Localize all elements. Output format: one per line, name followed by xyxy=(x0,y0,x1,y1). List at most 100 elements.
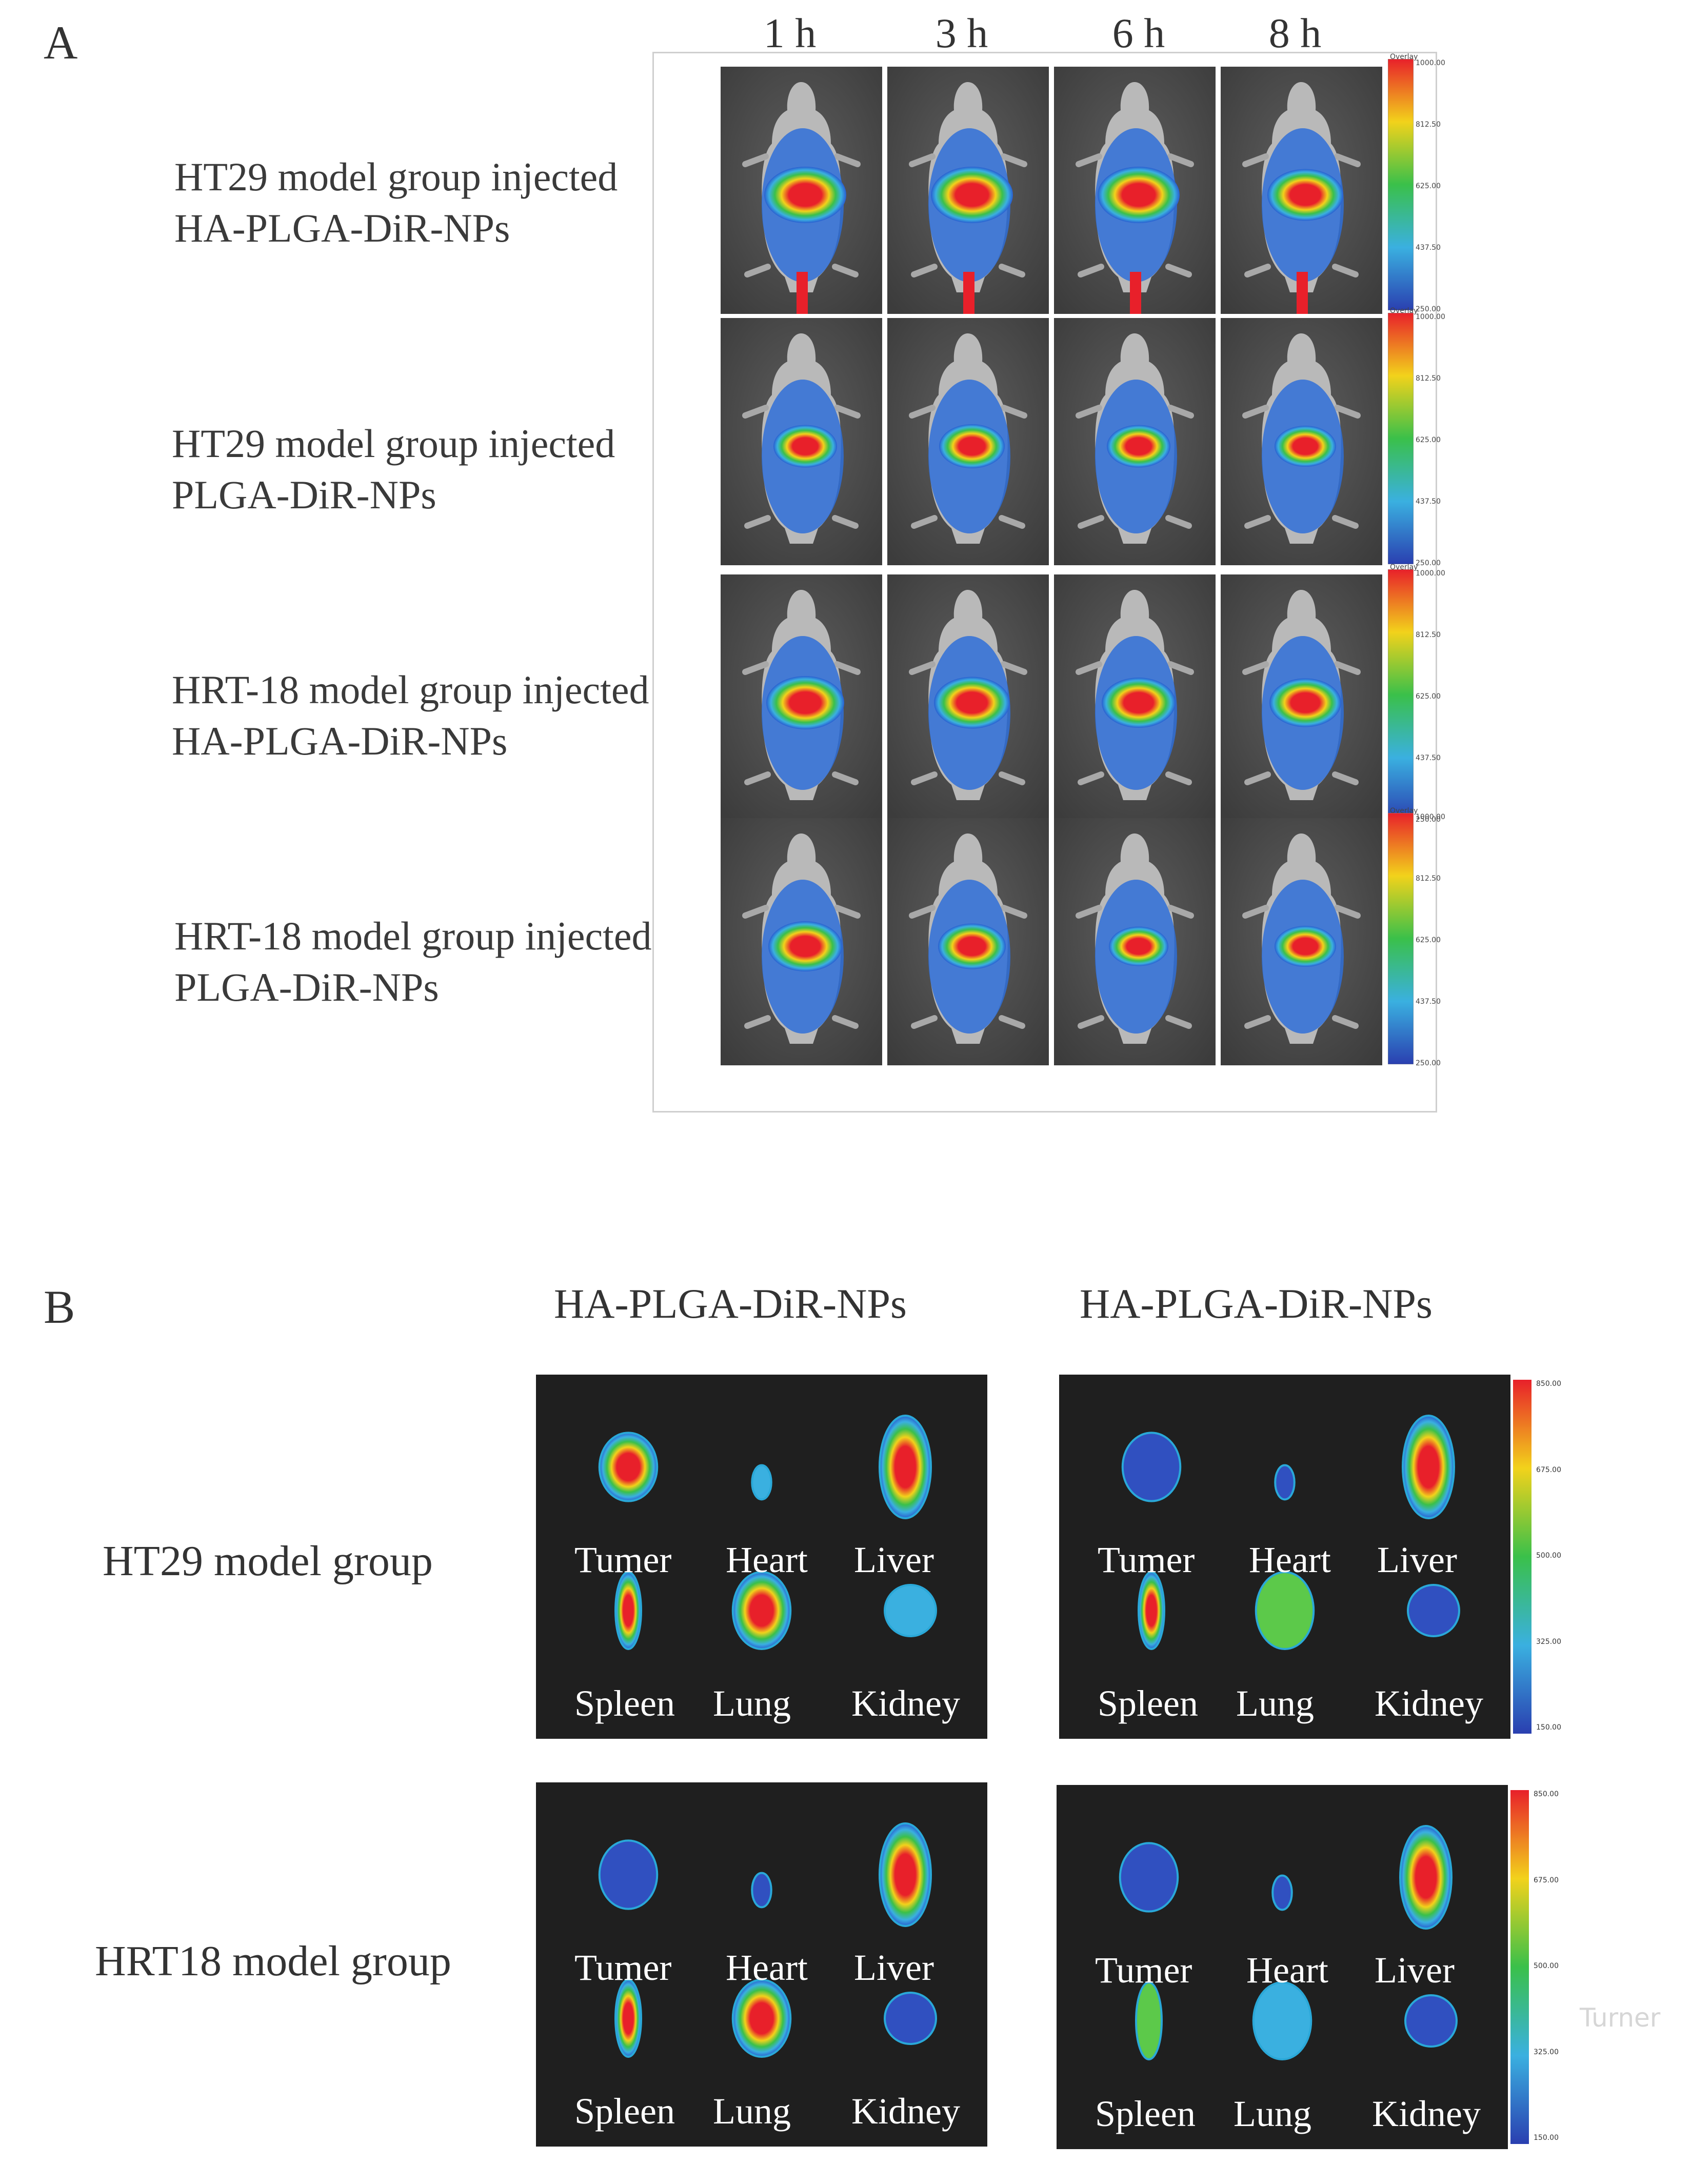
organ-colorbar-gradient xyxy=(1510,1790,1529,2144)
organ-signal-spleen xyxy=(1135,1981,1163,2060)
organ-signal-heart xyxy=(1274,1464,1296,1501)
colorbar-tick-label: 812.50 xyxy=(1416,374,1441,383)
organ-label-lung: Lung xyxy=(1236,1683,1314,1724)
organ-label-spleen: Spleen xyxy=(1095,2093,1196,2134)
mouse-image-tile xyxy=(1221,574,1382,822)
organ-label-heart: Heart xyxy=(726,1539,808,1580)
colorbar-tick-label: 250.00 xyxy=(1416,816,1441,824)
colorbar-gradient xyxy=(1388,813,1414,1064)
organ-colorbar-gradient xyxy=(1513,1380,1531,1734)
organ-signal-kidney xyxy=(884,1584,937,1637)
organ-label-kidney: Kidney xyxy=(1372,2093,1481,2134)
organ-label-spleen: Spleen xyxy=(574,1683,675,1724)
organ-colorbar-tick: 850.00 xyxy=(1536,1380,1561,1388)
organ-label-tumer: Tumer xyxy=(1095,1950,1192,1991)
colorbar-title: Overlay xyxy=(1390,53,1418,61)
mouse-image-tile xyxy=(721,67,882,314)
organ-signal-kidney xyxy=(1407,1584,1460,1637)
organ-signal-liver xyxy=(879,1822,932,1927)
mouse-image-tile xyxy=(887,574,1049,822)
organ-colorbar-tick: 325.00 xyxy=(1534,2048,1559,2056)
organ-colorbar-tick: 150.00 xyxy=(1534,2134,1559,2142)
mouse-image-tile xyxy=(887,67,1049,314)
mouse-image-tile xyxy=(1054,574,1216,822)
colorbar-tick-label: 1000.00 xyxy=(1416,569,1445,578)
group-label-line2: HA-PLGA-DiR-NPs xyxy=(174,206,510,250)
organ-label-heart: Heart xyxy=(1249,1539,1331,1580)
colorbar-tick-label: 250.00 xyxy=(1416,305,1441,313)
colorbar-tick-label: 437.50 xyxy=(1416,244,1441,252)
organ-signal-liver xyxy=(1402,1415,1455,1519)
group-label-line1: HT29 model group injected xyxy=(174,154,618,199)
organ-label-liver: Liver xyxy=(854,1539,934,1580)
organ-label-liver: Liver xyxy=(1375,1950,1455,1991)
organ-label-tumer: Tumer xyxy=(574,1947,672,1988)
organ-signal-spleen xyxy=(1138,1571,1165,1650)
organ-signal-lung xyxy=(731,1979,792,2058)
mouse-image-tile xyxy=(1054,67,1216,314)
group-label-line2: PLGA-DiR-NPs xyxy=(174,965,439,1009)
organ-signal-tumer xyxy=(598,1839,659,1910)
group-label-line1: HRT-18 model group injected xyxy=(174,914,652,958)
colorbar-title: Overlay xyxy=(1390,307,1418,315)
organ-signal-lung xyxy=(1252,1981,1312,2060)
organ-image xyxy=(598,1415,937,1650)
timepoint-3h: 3 h xyxy=(935,10,988,56)
mouse-image-tile xyxy=(1221,818,1382,1065)
organ-label-spleen: Spleen xyxy=(574,2091,675,2132)
colorbar-gradient xyxy=(1388,313,1414,564)
panel-a-label: A xyxy=(44,16,78,69)
mouse-image-tile xyxy=(1054,318,1216,565)
organ-signal-spleen xyxy=(614,1979,642,2058)
colorbar-tick-label: 625.00 xyxy=(1416,692,1441,701)
organ-label-lung: Lung xyxy=(1234,2093,1311,2134)
timepoint-1h: 1 h xyxy=(763,10,817,56)
organ-colorbar-tick: 325.00 xyxy=(1536,1637,1561,1646)
organ-signal-heart xyxy=(751,1464,772,1501)
mouse-image-tile xyxy=(721,318,882,565)
organ-label-lung: Lung xyxy=(713,1683,791,1724)
organ-label-heart: Heart xyxy=(1246,1950,1328,1991)
group-label-ht29-ha: HT29 model group injected HA-PLGA-DiR-NP… xyxy=(174,151,618,254)
organ-colorbar-tick: 675.00 xyxy=(1534,1876,1559,1884)
group-label-line2: PLGA-DiR-NPs xyxy=(172,472,436,517)
colorbar-tick-label: 250.00 xyxy=(1416,559,1441,567)
organ-signal-lung xyxy=(1255,1571,1315,1650)
organ-label-kidney: Kidney xyxy=(851,2091,960,2132)
colorbar-tick-label: 812.50 xyxy=(1416,875,1441,883)
group-label-hrt18-ha: HRT-18 model group injected HA-PLGA-DiR-… xyxy=(172,664,649,767)
column-title-right: HA-PLGA-DiR-NPs xyxy=(1080,1280,1433,1327)
colorbar-gradient xyxy=(1388,59,1414,310)
organ-image xyxy=(598,1822,937,2058)
mouse-image-tile xyxy=(721,574,882,822)
colorbar-tick-label: 250.00 xyxy=(1416,1059,1441,1067)
group-label-ht29-plga: HT29 model group injected PLGA-DiR-NPs xyxy=(172,418,615,521)
colorbar-title: Overlay xyxy=(1390,563,1418,571)
organ-signal-kidney xyxy=(884,1992,937,2045)
organ-colorbar-tick: 500.00 xyxy=(1534,1962,1559,1970)
colorbar-tick-label: 437.50 xyxy=(1416,998,1441,1006)
organ-signal-tumer xyxy=(1121,1432,1182,1502)
mouse-image-tile xyxy=(1221,318,1382,565)
row-label-hrt18: HRT18 model group xyxy=(95,1937,451,1985)
mouse-image-tile xyxy=(887,818,1049,1065)
organ-colorbar-tick: 500.00 xyxy=(1536,1552,1561,1560)
timepoint-8h: 8 h xyxy=(1268,10,1322,56)
organ-colorbar-tick: 850.00 xyxy=(1534,1790,1559,1798)
organ-label-heart: Heart xyxy=(726,1947,808,1988)
organ-label-lung: Lung xyxy=(713,2091,791,2132)
mouse-image-tile xyxy=(1221,67,1382,314)
colorbar-tick-label: 437.50 xyxy=(1416,498,1441,506)
group-label-line1: HRT-18 model group injected xyxy=(172,667,649,712)
organ-image xyxy=(1119,1825,1458,2060)
mouse-image-tile xyxy=(1054,818,1216,1065)
group-label-line1: HT29 model group injected xyxy=(172,421,615,466)
organ-signal-tumer xyxy=(1119,1842,1179,1913)
organ-signal-tumer xyxy=(598,1432,659,1502)
organ-image xyxy=(1121,1415,1460,1650)
organ-label-spleen: Spleen xyxy=(1098,1683,1198,1724)
colorbar-tick-label: 437.50 xyxy=(1416,754,1441,762)
